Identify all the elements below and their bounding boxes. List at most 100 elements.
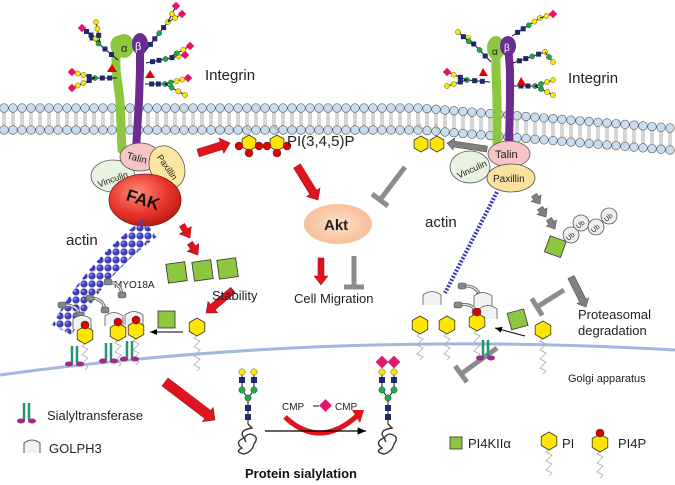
talin-label-right: Talin (495, 149, 518, 161)
lipid-head (260, 125, 270, 135)
lipid-head (377, 103, 387, 113)
mannose (538, 86, 544, 92)
lipid-head (467, 129, 477, 139)
glcnac (102, 46, 108, 52)
lipid-head (53, 103, 63, 113)
lipid-head (233, 103, 243, 113)
pi-molecule (411, 315, 429, 335)
activation-arrow (161, 377, 216, 423)
lipid-head (584, 116, 594, 127)
lipid-head (629, 120, 639, 130)
golph3 (422, 291, 442, 305)
glycan-chains-right (442, 9, 558, 98)
mannose (390, 386, 398, 394)
galactose (80, 80, 87, 86)
sialic-acid (177, 9, 187, 19)
lipid-head (386, 103, 396, 113)
lipid-head (512, 133, 522, 143)
legend-sialyltransferase-icon (17, 403, 36, 424)
galactose (238, 368, 246, 376)
lipid-head (350, 125, 360, 135)
myo18a-head (100, 306, 110, 314)
lipid-head (0, 103, 9, 113)
lipid-tail (81, 342, 89, 371)
galactose (378, 368, 386, 376)
lipid-tail (245, 124, 253, 135)
lipid-head (287, 125, 297, 135)
glcnac (86, 78, 92, 83)
lipid-tail (443, 332, 451, 361)
lipid-head (44, 125, 54, 135)
actin-label-right: actin (425, 214, 457, 231)
lipid-head (566, 137, 576, 147)
lipid-head (404, 103, 414, 113)
glcnac (89, 35, 95, 41)
lipid-head (305, 125, 315, 135)
inhibition-line (378, 165, 407, 202)
lipid-head (89, 103, 99, 113)
lipid-tail (416, 332, 424, 361)
lipid-head (8, 103, 18, 113)
lipid-head (251, 103, 261, 113)
gray-arrow (446, 137, 488, 153)
lipid-head (98, 125, 108, 135)
lipid-head (539, 135, 549, 145)
lipid-head (332, 103, 342, 113)
lipid-head (458, 106, 468, 117)
lipid-head (521, 133, 531, 144)
beta-subunit (132, 36, 144, 154)
activation-arrow (186, 240, 200, 256)
phosphate (595, 428, 605, 438)
legend-pi-icon (540, 431, 558, 477)
glcnac (379, 377, 385, 383)
glcnac (515, 29, 521, 35)
sialic-acid (183, 73, 193, 83)
lipid-head (593, 139, 603, 149)
glcnac (251, 377, 257, 383)
lipid-head (413, 103, 423, 113)
galactose (169, 11, 175, 17)
lipid-head (386, 125, 396, 135)
mannose (529, 53, 536, 60)
protein-backbone (377, 423, 397, 455)
activation-arrow (205, 286, 236, 314)
lipid-head (296, 103, 306, 113)
glcnac (516, 58, 522, 64)
pi4p-molecule (591, 433, 609, 453)
lipid-head (170, 125, 180, 135)
lipid-head (197, 125, 207, 135)
glycan-bond (534, 79, 554, 87)
lipid-head (665, 123, 675, 133)
ub-label: Ub (603, 213, 614, 224)
lipid-tail (545, 448, 553, 477)
lipid-head (323, 125, 333, 135)
lipid-head (368, 103, 378, 113)
lipid-head (620, 141, 630, 151)
lipid-head (179, 103, 189, 113)
lipid-head (521, 111, 531, 122)
lipid-head (35, 103, 45, 113)
glycan-bond (466, 79, 491, 83)
phosphate (262, 141, 272, 151)
glcnac (479, 78, 485, 84)
lipid-head (44, 103, 54, 113)
galactose (93, 19, 99, 25)
lipid-head (35, 125, 45, 135)
ub-label: Ub (565, 232, 576, 243)
proteasomal-label-1: Proteasomal (578, 307, 651, 322)
inhibition-bar (453, 364, 469, 384)
myo18a-head (453, 301, 463, 309)
ub-label: Ub (590, 224, 601, 235)
protein-backbone (237, 423, 257, 455)
lipid-head (269, 103, 279, 113)
lipid-head (224, 125, 234, 135)
lipid-head (341, 125, 351, 135)
inhibition-bar (529, 297, 545, 317)
galactose (550, 92, 556, 98)
lipid-head (296, 125, 306, 135)
glcnac (385, 414, 391, 420)
lipid-head (584, 138, 594, 149)
glycan-bond (457, 31, 475, 47)
lipid-head (62, 125, 72, 135)
glcnac (525, 83, 531, 89)
